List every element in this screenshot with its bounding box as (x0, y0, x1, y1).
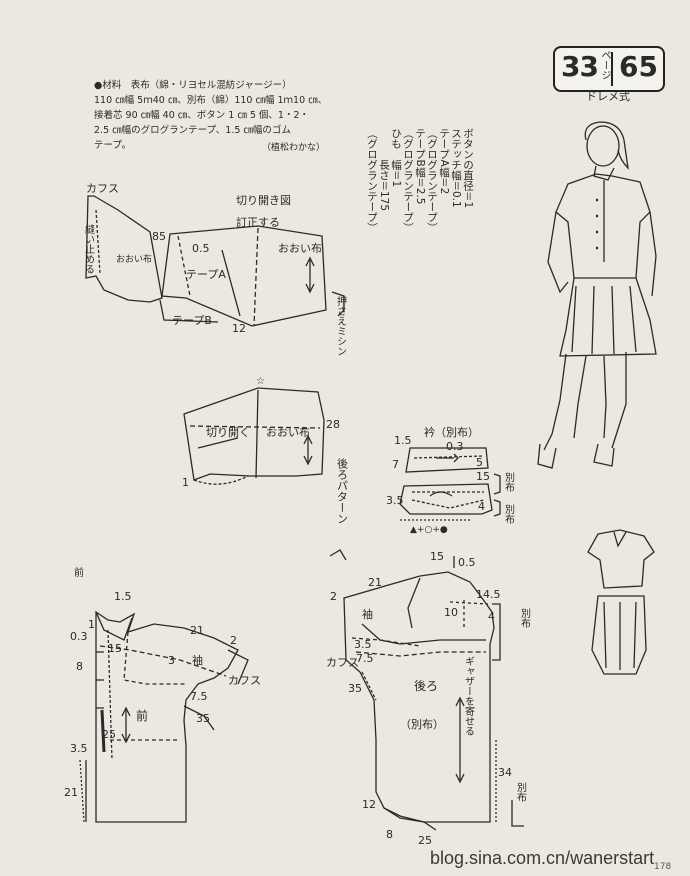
pattern-number: 65 (619, 50, 658, 83)
back-dim-15: 15 (430, 550, 444, 563)
front-dim-3: 3 (168, 654, 175, 667)
front-dim-21b: 21 (64, 786, 78, 799)
front-dim-35: 35 (196, 712, 210, 725)
front-dim-25: 25 (102, 728, 116, 741)
gather-label: ギャザーを寄せる (463, 656, 475, 736)
collar-dim-15: 1.5 (394, 434, 412, 447)
page-badge: 33 ページ 65 (553, 46, 665, 92)
page-ref-unit: ページ (599, 50, 610, 80)
back-dim-21: 21 (368, 576, 382, 589)
collar-dim-4: 4 (478, 500, 485, 513)
correction-label: 訂正する (236, 215, 280, 229)
back-sleeve-label: 袖 (362, 607, 373, 621)
back-contrast-2: 別布 (515, 782, 527, 803)
front-cuffs-label: カフス (228, 674, 261, 687)
front-dim-03: 0.3 (70, 630, 88, 643)
back-dim-75: 7.5 (356, 652, 374, 665)
front-dim-35b: 3.5 (70, 742, 88, 755)
slash-open-label: 切り開く (206, 426, 250, 439)
back-dim-10: 10 (444, 606, 458, 619)
dim-1-sleeve: 1 (182, 476, 189, 489)
front-dim-8: 8 (76, 660, 83, 673)
notes-vertical: ボタンの直径＝1 ステッチ幅＝0.1 テープA幅＝2 （グログランテープ） テー… (366, 128, 474, 233)
back-pattern-label: 後ろパターン (336, 457, 349, 524)
cover-cloth-label-3: おおい布 (266, 426, 310, 439)
back-dim-05: 0.5 (458, 556, 476, 569)
collar-dim-35: 3.5 (386, 494, 404, 507)
front-bodice-pattern (79, 610, 249, 823)
front-dim-15: 1.5 (114, 590, 132, 603)
collar-dim-5: 5 (476, 456, 483, 469)
back-dim-8: 8 (386, 828, 393, 841)
front-sleeve-label: 袖 (192, 653, 203, 667)
collar-title: 衿（別布） (424, 425, 479, 439)
watermark: blog.sina.com.cn/wanerstart (430, 848, 655, 868)
back-dim-145: 14.5 (476, 588, 501, 601)
flat-sketch (587, 529, 655, 675)
back-label: 後ろ (414, 679, 438, 693)
back-dim-4: 4 (488, 610, 495, 623)
collar-contrast-1: 別布 (503, 472, 515, 493)
star-mark: ☆ (256, 376, 265, 387)
tape-a-label: テープA (186, 268, 226, 281)
front-dim-21: 21 (190, 624, 204, 637)
designer-credit: （植松わかな） (262, 143, 326, 153)
materials-text: ●材料 表布（綿・リヨセル混紡ジャージー） 110 ㎝幅 5ｍ40 ㎝、別布（綿… (94, 80, 328, 151)
method-label: ドレメ式 (586, 90, 630, 103)
front-dim-1: 1 (88, 618, 95, 631)
front-mark: 前 (74, 566, 84, 579)
sew-stop-label: 縫い止める (83, 223, 95, 274)
collar-dim-7: 7 (392, 458, 399, 471)
back-dim-34: 34 (498, 766, 512, 779)
collar-legend: ▲+○+● (410, 525, 448, 535)
sleeve-slash-diagram (85, 195, 345, 327)
badge-divider (611, 52, 613, 86)
cover-cloth-label-1: おおい布 (278, 242, 322, 255)
slash-diagram-title: 切り開き図 (236, 194, 291, 207)
front-dim-75: 7.5 (190, 690, 208, 703)
front-dim-2: 2 (230, 634, 237, 647)
back-contrast-note: （別布） (400, 718, 444, 731)
tape-b-label: テープB (172, 314, 212, 327)
back-contrast-1: 別布 (519, 608, 531, 629)
page-ref-number: 33 (561, 50, 599, 83)
dim-85: 85 (152, 230, 166, 243)
cover-cloth-label-2: おおい布 (116, 253, 152, 265)
dim-12: 12 (232, 322, 246, 335)
back-dim-12: 12 (362, 798, 376, 811)
back-dim-35: 3.5 (354, 638, 372, 651)
back-dim-2: 2 (330, 590, 337, 603)
back-dim-25: 25 (418, 834, 432, 847)
back-cuffs-label: カフス (326, 656, 359, 669)
press-stitch-label: 押さえミシン (335, 295, 347, 356)
model-illustration (537, 121, 657, 469)
dim-05: 0.5 (192, 242, 210, 255)
sleeve-open-diagram (183, 387, 325, 485)
cuffs-label-top: カフス (86, 182, 119, 195)
collar-dim-03: 0.3 (446, 440, 464, 453)
front-label: 前 (136, 708, 148, 723)
front-dim-15b: 15 (108, 642, 122, 655)
collar-contrast-2: 別布 (503, 504, 515, 525)
collar-dim-15b: 15 (476, 470, 490, 483)
page-folio: 178 (654, 862, 672, 872)
back-bodice-pattern (329, 549, 524, 831)
back-dim-35b: 35 (348, 682, 362, 695)
collar-pieces (399, 447, 501, 521)
dim-28: 28 (326, 418, 340, 431)
